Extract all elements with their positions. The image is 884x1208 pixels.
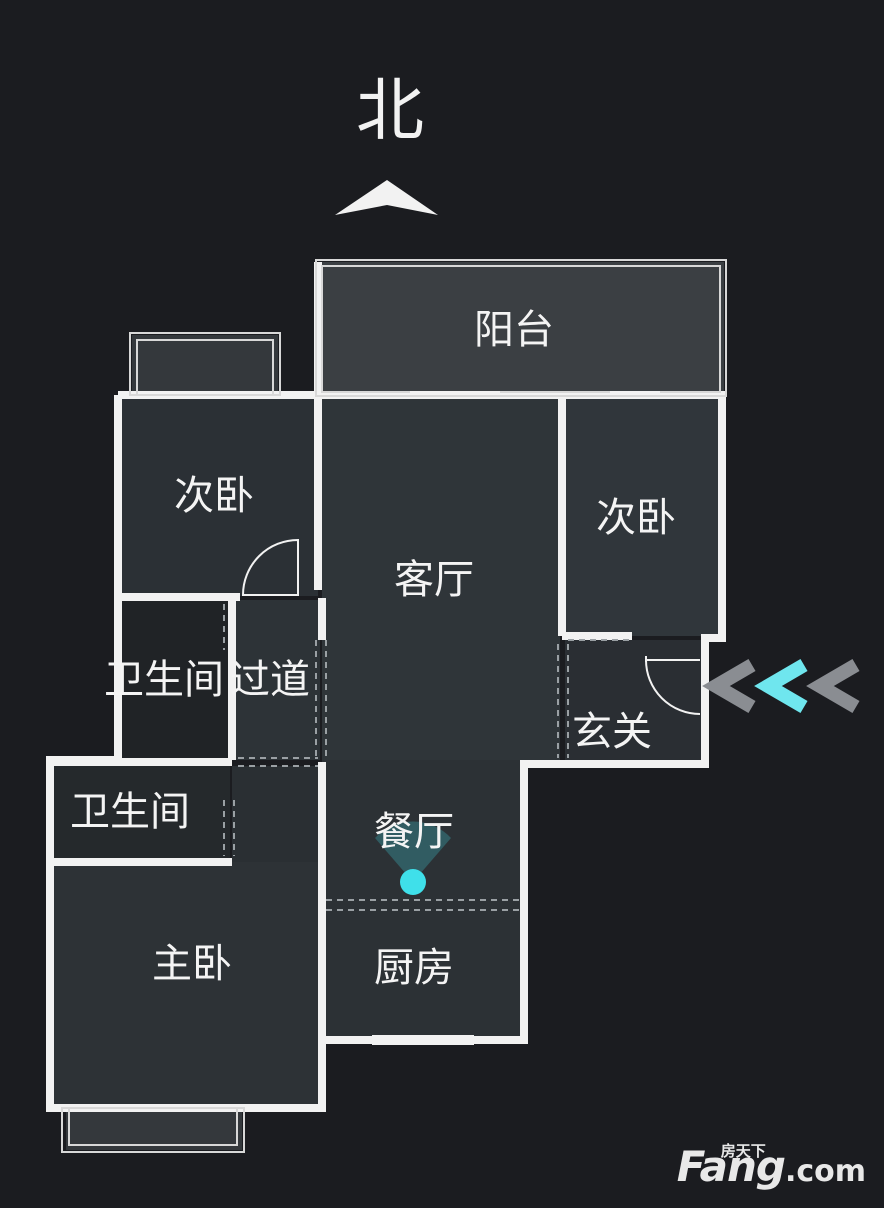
position-marker-icon: [375, 821, 451, 895]
floor-dining-kitchen: [322, 760, 522, 1038]
balcony-south-inner: [68, 1107, 238, 1146]
walls: [46, 262, 726, 1112]
label-bedroom-ne: 次卧: [596, 495, 676, 541]
balcony-frames: [61, 259, 727, 1153]
floor-bathroom-1: [120, 600, 232, 760]
door-swing-icon: [645, 659, 701, 715]
room-floors: [52, 262, 724, 1150]
doors: [241, 538, 701, 715]
floor-living-dining: [322, 396, 560, 766]
logo-domain-text: .com: [784, 1154, 866, 1189]
balcony-nw-inner: [136, 339, 274, 396]
logo-cn-text: 房天下: [720, 1142, 766, 1160]
windows: [372, 391, 660, 1045]
balcony-north-frame: [315, 259, 727, 397]
entry-arrow-2: [754, 658, 808, 714]
label-bedroom-nw: 次卧: [174, 473, 254, 519]
north-arrow-icon: [335, 180, 438, 215]
label-dining-room: 餐厅: [374, 809, 454, 855]
logo-brand-text: Fang: [676, 1142, 786, 1191]
floor-master-corridor: [232, 766, 318, 862]
label-entrance: 玄关: [572, 709, 652, 755]
outer-wall: [46, 262, 726, 1112]
floor-bathroom-2: [52, 762, 230, 860]
floor-bedroom-nw: [120, 396, 318, 596]
balcony-north-inner: [321, 265, 721, 393]
entry-arrows-icon: [702, 658, 860, 714]
label-corridor: 过道: [230, 657, 310, 703]
floor-master-bedroom: [52, 862, 320, 1108]
marker-dot: [400, 869, 426, 895]
marker-view-cone: [375, 821, 451, 882]
entry-arrow-3: [806, 658, 860, 714]
compass-north-label: 北: [355, 72, 424, 151]
door-swing-icon: [241, 538, 299, 596]
label-bathroom-1: 卫生间: [104, 657, 224, 703]
label-master-bedroom: 主卧: [152, 941, 232, 987]
floor-balcony-north: [318, 262, 724, 396]
label-bathroom-2: 卫生间: [70, 789, 190, 835]
floor-bedroom-ne: [565, 396, 721, 636]
entry-arrow-1: [702, 658, 756, 714]
label-balcony-north: 阳台: [474, 307, 554, 353]
label-kitchen: 厨房: [374, 945, 454, 991]
dashed-partitions: [223, 604, 632, 911]
fang-logo: 房天下 Fang.com: [677, 1142, 866, 1191]
floor-balcony-nw: [132, 335, 278, 397]
floor-corridor: [234, 600, 320, 760]
label-living-room: 客厅: [394, 557, 474, 603]
